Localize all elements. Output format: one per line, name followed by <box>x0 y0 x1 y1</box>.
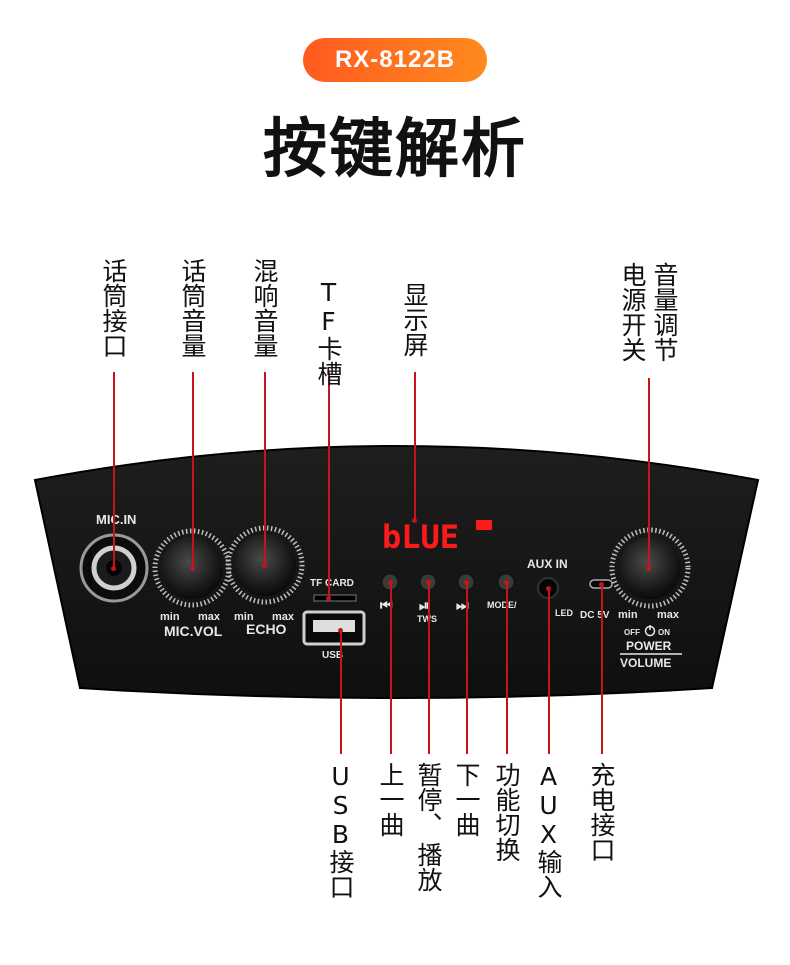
power-label: POWER <box>626 639 672 653</box>
tws-label: TWS <box>417 614 437 624</box>
leader-dot-prev <box>388 580 393 585</box>
display-readout: bLUE <box>382 518 459 556</box>
leader-dot-mic-jack <box>111 566 116 571</box>
leader-dot-mode <box>504 580 509 585</box>
leader-dot-aux <box>546 586 551 591</box>
leader-line-volume <box>648 378 650 568</box>
label-prev-track: 上一曲 <box>376 762 405 837</box>
aux-in-label: AUX IN <box>527 557 568 571</box>
label-volume-adjust: 音量调节 <box>650 262 679 362</box>
label-next-track: 下一曲 <box>452 762 481 837</box>
led-label: LED <box>555 608 574 618</box>
label-power-switch: 电源开关 <box>618 262 647 362</box>
leader-line-next <box>466 582 468 754</box>
leader-dot-tf <box>326 596 331 601</box>
label-mode-switch: 功能切换 <box>492 762 521 862</box>
power-max: max <box>657 609 680 621</box>
mic-vol-min: min <box>160 611 180 623</box>
leader-line-tf <box>328 372 330 598</box>
power-min: min <box>618 609 638 621</box>
prev-icon: ⏮ <box>380 597 393 613</box>
label-display: 显示屏 <box>400 282 429 357</box>
label-tf-slot: TF卡槽 <box>314 278 343 386</box>
mode-label: MODE/ <box>487 600 517 610</box>
leader-dot-echo <box>262 563 267 568</box>
leader-line-display <box>414 372 416 520</box>
on-label: ON <box>658 628 670 637</box>
label-play-pause-2: 播放 <box>414 842 443 892</box>
leader-line-aux <box>548 588 550 754</box>
leader-dot-volume <box>646 566 651 571</box>
leader-dot-dc <box>599 582 604 587</box>
label-charge-port: 充电接口 <box>587 762 616 862</box>
power-knob-ring <box>609 527 691 609</box>
leader-dot-next <box>464 580 469 585</box>
play-pause-icon: ⏯ <box>419 597 430 613</box>
leader-dot-display <box>412 518 417 523</box>
off-label: OFF <box>624 628 640 637</box>
mic-vol-label: MIC.VOL <box>164 623 223 639</box>
dc-label: DC 5V <box>580 610 610 621</box>
label-mic-jack: 话筒接口 <box>99 258 128 358</box>
display-battery-indicator <box>476 520 492 530</box>
leader-line-usb <box>340 630 342 754</box>
mic-in-label: MIC.IN <box>96 512 136 527</box>
usb-label: USB <box>322 650 343 661</box>
mic-vol-max: max <box>198 611 221 623</box>
leader-line-dc <box>601 584 603 754</box>
leader-line-prev <box>390 582 392 754</box>
panel-body <box>33 445 760 699</box>
label-echo-volume: 混响音量 <box>250 258 279 358</box>
echo-max: max <box>272 611 295 623</box>
label-usb-port: USB接口 <box>326 762 355 899</box>
leader-line-mic-jack <box>113 372 115 568</box>
next-icon: ⏭ <box>456 597 469 613</box>
tf-card-slot[interactable] <box>313 594 357 602</box>
model-badge: RX-8122B <box>303 38 487 82</box>
leader-line-mode <box>506 582 508 754</box>
label-aux-input: AUX输入 <box>534 762 563 899</box>
tf-card-label: TF CARD <box>310 578 354 589</box>
leader-line-echo <box>264 372 266 565</box>
leader-line-play <box>428 582 430 754</box>
label-play-pause-1: 暂停、 <box>414 762 443 837</box>
echo-label: ECHO <box>246 621 287 637</box>
label-mic-volume: 话筒音量 <box>178 258 207 358</box>
leader-line-mic-volume <box>192 372 194 568</box>
page-title: 按键解析 <box>263 113 527 187</box>
leader-dot-play <box>426 580 431 585</box>
leader-dot-mic-volume <box>190 566 195 571</box>
leader-dot-usb <box>338 628 343 633</box>
echo-min: min <box>234 611 254 623</box>
echo-knob-ring <box>225 525 305 605</box>
volume-label: VOLUME <box>620 656 671 670</box>
